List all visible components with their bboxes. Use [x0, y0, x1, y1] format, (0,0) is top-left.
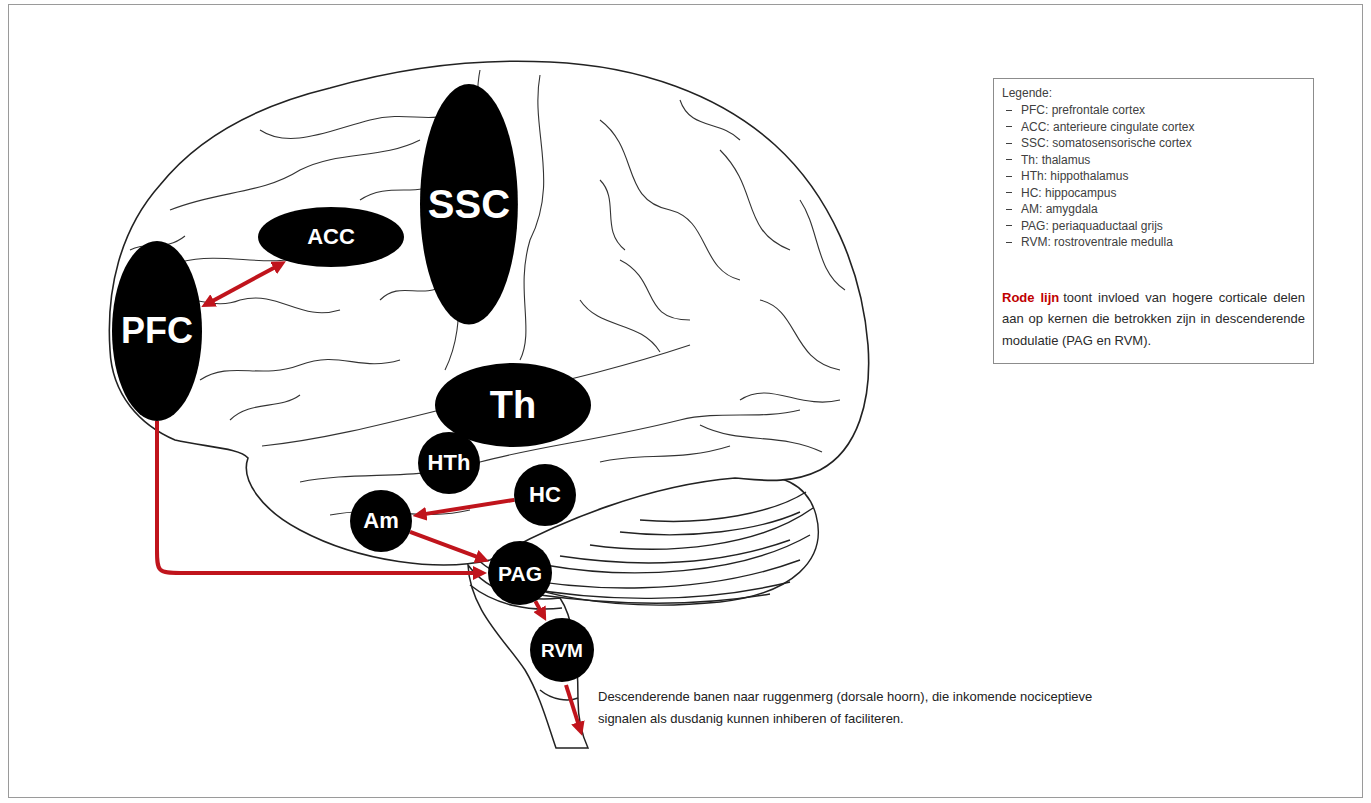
page-frame: [9, 5, 1363, 798]
rvm-nucleus: RVM: [530, 618, 594, 682]
gyri-lines: [170, 140, 420, 210]
gyri-lines: [600, 446, 730, 462]
legend-dash: [1006, 143, 1012, 144]
cerebellum: [540, 594, 770, 603]
legend-dash: [1006, 159, 1012, 160]
legend-entry: HC: hippocampus: [1002, 185, 1305, 202]
gyri-lines: [130, 70, 845, 515]
legend-dash: [1006, 209, 1012, 210]
descending-pathway-arrow: [566, 685, 580, 729]
legend-text: Th: thalamus: [1021, 152, 1090, 169]
region-ellipse: [418, 432, 480, 494]
region-ellipse: [420, 84, 518, 325]
red-line-key: Rode lijn: [1002, 290, 1059, 305]
region-ellipse: [350, 490, 412, 552]
legend-text: RVM: rostroventrale medulla: [1021, 234, 1173, 251]
region-ellipse: [112, 241, 202, 421]
legend-dash: [1006, 126, 1012, 127]
hippocampus-region: HC: [514, 464, 576, 526]
cerebellum: [640, 492, 806, 521]
pag-nucleus: PAG: [488, 541, 552, 605]
legend-box: Legende:PFC: prefrontale cortexACC: ante…: [993, 78, 1314, 364]
gyri-lines: [580, 300, 660, 352]
legend-dash: [1006, 110, 1012, 111]
gyri-lines: [230, 395, 300, 420]
legend-entry: PFC: prefrontale cortex: [1002, 102, 1305, 119]
legend-note: Rode lijntoont invloed van hogere cortic…: [1002, 287, 1305, 352]
cerebrum: [109, 61, 868, 565]
region-label: PAG: [498, 563, 542, 584]
region-ellipse: [258, 207, 404, 267]
legend-dash: [1006, 192, 1012, 193]
region-label: ACC: [307, 226, 355, 248]
pfc-region: PFC: [112, 241, 202, 421]
region-label: SSC: [428, 184, 510, 224]
modulation-arrow: [410, 532, 483, 559]
hypothalamus-region: HTh: [418, 432, 480, 494]
legend-dash: [1006, 176, 1012, 177]
modulation-arrow: [207, 265, 279, 304]
modulation-arrow: [535, 601, 543, 615]
acc-region: ACC: [258, 207, 404, 267]
legend-text: SSC: somatosensorische cortex: [1021, 135, 1192, 152]
cerebrum: [109, 61, 868, 565]
gyri-lines: [720, 150, 790, 250]
cerebellum: [620, 512, 800, 535]
modulation-arrow: [420, 500, 515, 515]
gyri-lines: [600, 120, 740, 280]
legend-text: ACC: anterieure cingulate cortex: [1021, 119, 1194, 136]
gyri-lines: [520, 75, 544, 360]
legend-entry: ACC: anterieure cingulate cortex: [1002, 119, 1305, 136]
gyri-lines: [620, 260, 690, 320]
region-ellipse: [514, 464, 576, 526]
ssc-region: SSC: [420, 84, 518, 325]
gyri-lines: [680, 100, 740, 140]
gyri-lines: [760, 300, 840, 370]
legend-entry: AM: amygdala: [1002, 201, 1305, 218]
region-label: PFC: [121, 313, 193, 349]
legend-dash: [1006, 225, 1012, 226]
region-label: HTh: [428, 452, 471, 474]
legend-text: HC: hippocampus: [1021, 185, 1116, 202]
legend-entry: PAG: periaquaductaal grijs: [1002, 218, 1305, 235]
region-label: HC: [529, 484, 561, 506]
pathway-note: Descenderende banen naar ruggenmerg (dor…: [598, 686, 1138, 730]
legend-heading: Legende:: [1002, 85, 1305, 102]
gyri-lines: [700, 425, 822, 452]
gyri-lines: [800, 200, 845, 290]
gyri-lines: [200, 360, 400, 380]
cerebellum: [520, 582, 790, 598]
page-frame: [9, 5, 1363, 798]
modulation-arrow: [157, 421, 480, 573]
amygdala-region: Am: [350, 490, 412, 552]
cerebellum: [545, 535, 810, 573]
region-ellipse: [488, 541, 552, 605]
gyri-lines: [600, 180, 625, 250]
legend-entry: SSC: somatosensorische cortex: [1002, 135, 1305, 152]
cerebellum: [560, 540, 790, 563]
legend-text: AM: amygdala: [1021, 201, 1098, 218]
legend-text: PAG: periaquaductaal grijs: [1021, 218, 1163, 235]
legend-entry: RVM: rostroventrale medulla: [1002, 234, 1305, 251]
gyri-lines: [740, 393, 840, 402]
region-ellipse: [530, 618, 594, 682]
region-label: Am: [363, 510, 398, 532]
legend-dash: [1006, 242, 1012, 243]
legend-text: PFC: prefrontale cortex: [1021, 102, 1145, 119]
legend-text: HTh: hippothalamus: [1021, 168, 1128, 185]
descending-pathway-arrow: [566, 685, 580, 729]
legend-entry: Th: thalamus: [1002, 152, 1305, 169]
region-label: Th: [490, 386, 536, 424]
legend-entry: HTh: hippothalamus: [1002, 168, 1305, 185]
region-label: RVM: [541, 641, 583, 660]
